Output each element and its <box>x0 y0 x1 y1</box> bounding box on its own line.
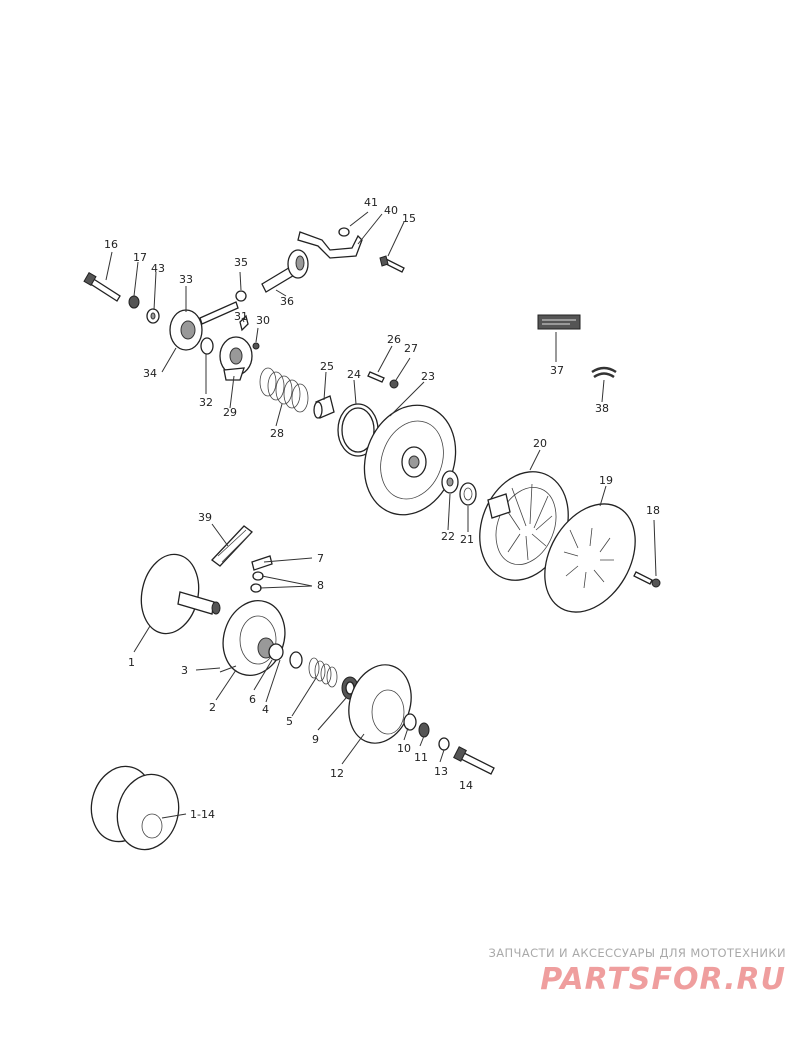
callout-40: 40 <box>384 204 398 217</box>
ring-part-24 <box>337 403 379 457</box>
callout-19: 19 <box>599 474 613 487</box>
leader-lines <box>105 211 657 819</box>
callout-4: 4 <box>262 703 269 716</box>
sheave-part-1 <box>140 553 221 635</box>
callout-9: 9 <box>312 733 319 746</box>
bolt-part-16 <box>83 271 121 302</box>
ring-part-32 <box>200 337 214 355</box>
callout-17: 17 <box>133 251 147 264</box>
callout-31: 31 <box>234 310 248 323</box>
clip-part-38 <box>591 366 617 379</box>
callout-14: 14 <box>459 779 473 792</box>
bolt-part-14 <box>453 746 495 775</box>
callout-25: 25 <box>320 360 334 373</box>
spider-part-29 <box>219 336 253 381</box>
callout-labels: 41 40 15 16 17 43 35 33 36 31 30 37 26 2… <box>104 196 660 821</box>
callout-41: 41 <box>364 196 378 209</box>
washer-part-21 <box>459 482 477 506</box>
bushing-part-25 <box>313 395 335 419</box>
callout-37: 37 <box>550 364 564 377</box>
callout-20: 20 <box>533 437 547 450</box>
callout-29: 29 <box>223 406 237 419</box>
ring-part-4 <box>289 651 303 669</box>
callout-26: 26 <box>387 333 401 346</box>
callout-7: 7 <box>317 552 324 565</box>
callout-1-14: 1-14 <box>190 808 215 821</box>
belt-part-39 <box>211 525 253 567</box>
washer-part-13 <box>438 737 450 751</box>
washer-part-17 <box>128 295 140 309</box>
shaft-part-36 <box>261 249 309 293</box>
screw-part-15 <box>379 255 405 273</box>
sheave-part-12 <box>348 664 412 744</box>
callout-8: 8 <box>317 579 324 592</box>
label-part-37 <box>537 314 581 330</box>
callout-16: 16 <box>104 238 118 251</box>
washer-part-22 <box>441 470 459 494</box>
callout-18: 18 <box>646 504 660 517</box>
nut-part-11 <box>418 722 430 738</box>
watermark: ЗАПЧАСТИ И АКСЕССУАРЫ ДЛЯ МОТОТЕХНИКИ PA… <box>488 946 786 997</box>
nut-part-27 <box>389 379 399 389</box>
callout-33: 33 <box>179 273 193 286</box>
callout-21: 21 <box>460 533 474 546</box>
washer-part-10 <box>403 713 417 731</box>
weight-part-7 <box>251 555 273 571</box>
callout-11: 11 <box>414 751 428 764</box>
callout-6: 6 <box>249 693 256 706</box>
spring-part-28 <box>259 367 309 413</box>
callout-13: 13 <box>434 765 448 778</box>
callout-27: 27 <box>404 342 418 355</box>
cover-part-2 <box>222 600 286 676</box>
callout-22: 22 <box>441 530 455 543</box>
nut-part-35 <box>235 290 247 302</box>
callout-34: 34 <box>143 367 157 380</box>
bearing-part-6 <box>268 643 284 661</box>
pin-part-31 <box>239 314 249 332</box>
spring-part-5 <box>308 657 338 688</box>
callout-43: 43 <box>151 262 165 275</box>
callout-23: 23 <box>421 370 435 383</box>
roller-part-8 <box>250 571 264 593</box>
callout-2: 2 <box>209 701 216 714</box>
callout-28: 28 <box>270 427 284 440</box>
callout-30: 30 <box>256 314 270 327</box>
watermark-brand-logo: PARTSFOR.RU <box>540 962 786 997</box>
washer-part-43 <box>146 308 160 324</box>
callout-24: 24 <box>347 368 361 381</box>
callout-1: 1 <box>128 656 135 669</box>
watermark-tagline: ЗАПЧАСТИ И АКСЕССУАРЫ ДЛЯ МОТОТЕХНИКИ <box>488 946 786 960</box>
disc-part-19 <box>544 503 636 613</box>
spring-part-3 <box>219 665 237 673</box>
screw-part-26 <box>367 371 385 383</box>
callout-38: 38 <box>595 402 609 415</box>
screw-part-30 <box>252 342 260 350</box>
clutch-assembly-1-14 <box>90 765 180 851</box>
callout-5: 5 <box>286 715 293 728</box>
callout-3: 3 <box>181 664 188 677</box>
bracket-part-40 <box>297 231 363 259</box>
callout-15: 15 <box>402 212 416 225</box>
callout-10: 10 <box>397 742 411 755</box>
cam-part-33 <box>169 301 239 351</box>
nut-part-41 <box>338 227 350 237</box>
callout-35: 35 <box>234 256 248 269</box>
sheave-part-23 <box>363 404 457 516</box>
callout-12: 12 <box>330 767 344 780</box>
callout-39: 39 <box>198 511 212 524</box>
callout-36: 36 <box>280 295 294 308</box>
callout-32: 32 <box>199 396 213 409</box>
screw-part-18 <box>633 571 661 588</box>
